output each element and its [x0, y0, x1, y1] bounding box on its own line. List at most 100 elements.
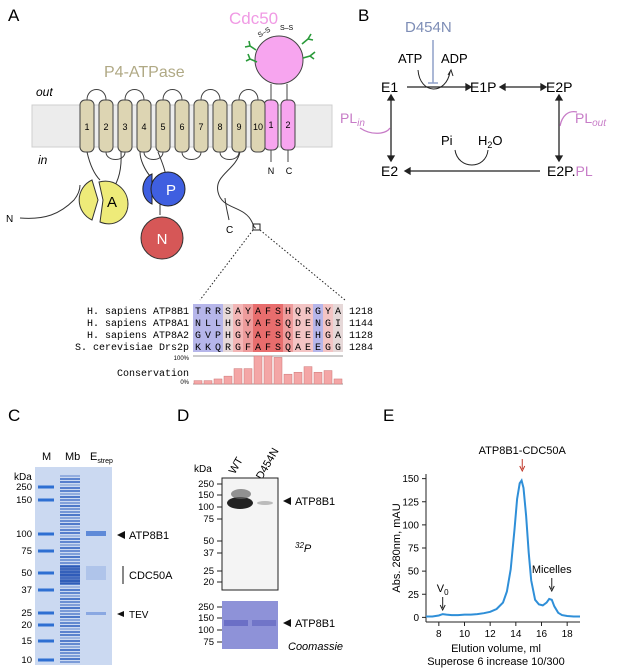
gel-c-membrane-band	[60, 622, 80, 624]
alignment-residue: A	[235, 307, 241, 318]
alignment-residue: N	[315, 319, 321, 330]
gel-c-membrane-band	[60, 484, 80, 486]
conservation-bar	[313, 371, 323, 385]
alignment-cell	[323, 304, 333, 316]
tm-loop	[181, 151, 202, 160]
alignment-residue: S	[225, 307, 231, 318]
alignment-cell	[283, 328, 293, 340]
gel-c-bands	[38, 475, 106, 663]
gel-c-membrane-band	[60, 598, 80, 600]
kda-label-c: kDa	[14, 472, 32, 483]
alignment-cell	[303, 340, 313, 352]
panel-label-a: A	[8, 6, 20, 25]
alignment-cell	[213, 304, 223, 316]
gel-c-membrane-band	[60, 481, 80, 483]
gel-c-membrane-band	[60, 511, 80, 513]
gel-c-marker-label: 50	[21, 568, 32, 579]
alignment-cell	[293, 328, 303, 340]
tm-helix-6	[174, 99, 190, 153]
alignment-residue: A	[255, 331, 261, 342]
cdc50-tm1-number: 1	[268, 120, 273, 130]
gel-c-membrane-band	[60, 523, 80, 525]
alignment-cell	[303, 328, 313, 340]
conservation-bar	[253, 355, 263, 385]
alignment-cell	[243, 304, 253, 316]
gel-c-membrane-band	[60, 610, 80, 612]
chart-x-tick-label: 18	[562, 629, 574, 640]
alignment-residue: F	[265, 307, 271, 318]
alignment-cell	[233, 316, 243, 328]
pl-in-label: PLin	[340, 110, 365, 129]
alignment-residue: E	[315, 343, 321, 354]
alignment-cell	[213, 328, 223, 340]
alignment-cell	[273, 304, 283, 316]
gel-d-marker-label: 37	[203, 548, 214, 559]
chart-y-tick-label: 75	[408, 544, 420, 555]
gel-c-marker-band	[38, 532, 54, 536]
alignment-residue: H	[225, 331, 231, 342]
tm-loop	[238, 89, 259, 101]
gel-c-membrane-band	[60, 505, 80, 507]
gel-c-membrane-band	[60, 547, 80, 549]
gel-c-membrane-band	[60, 616, 80, 618]
alignment-residue: E	[305, 343, 311, 354]
gel-c-membrane-band	[60, 640, 80, 642]
atp8b1-label-c: ATP8B1	[129, 530, 169, 542]
alignment-cell	[283, 304, 293, 316]
glycan-2	[302, 51, 316, 60]
alignment-residue: G	[325, 331, 331, 342]
chart-y-tick-label: 0	[413, 613, 419, 624]
panel-c: M Mb Estrep kDa 25015010075503725201510 …	[14, 451, 173, 666]
gel-c-membrane-band	[60, 595, 80, 597]
alignment-residue: G	[195, 331, 201, 342]
gel-c-marker-band	[38, 498, 54, 502]
gel-c-membrane-band	[60, 589, 80, 591]
chart-ylabel: Abs. 280nm, mAU	[391, 503, 403, 592]
alignment-cell	[283, 316, 293, 328]
atp-label: ATP	[398, 51, 422, 66]
gel-c-membrane-band	[60, 514, 80, 516]
alignment-cell	[213, 316, 223, 328]
alignment-cell	[203, 316, 213, 328]
alignment-cell	[303, 316, 313, 328]
pi-label: Pi	[441, 133, 453, 148]
gel-d-marker-label: 20	[203, 577, 214, 588]
alignment-cell	[233, 328, 243, 340]
alignment-cell	[323, 328, 333, 340]
gel-c-marker-label: 150	[16, 495, 32, 506]
alignment-cell	[253, 328, 263, 340]
alignment-residue: I	[335, 319, 341, 330]
atp8b1-arrow-d-bottom	[283, 619, 291, 627]
gel-c-membrane-band	[60, 643, 80, 645]
alignment-residue: E	[305, 319, 311, 330]
atp8b1-label-d-bottom: ATP8B1	[295, 618, 335, 630]
tm-helix-4	[136, 99, 152, 153]
gel-c-marker-label: 25	[21, 608, 32, 619]
gel-c-marker-band	[38, 571, 54, 575]
alignment-residue: Y	[245, 307, 251, 318]
tm-helix-number: 9	[236, 122, 241, 132]
cdc50a-label-c: CDC50A	[129, 570, 173, 582]
gel-c-membrane-band	[60, 628, 80, 630]
glycan-4	[244, 40, 257, 51]
tm-helix-number: 7	[198, 122, 203, 132]
alignment-residue: H	[315, 331, 321, 342]
cytosolic-loop-1	[86, 151, 101, 181]
tm-loop	[200, 89, 221, 101]
atp8b1-arrow-d-top	[283, 497, 291, 505]
cdc50-c-terminus: C	[286, 166, 293, 176]
pl-out-label: PLout	[575, 110, 607, 129]
alignment-residue: R	[205, 307, 211, 318]
alignment-cell	[263, 328, 273, 340]
alignment-residue: P	[215, 331, 221, 342]
alignment-residue: L	[215, 319, 221, 330]
tm-helix-number: 4	[141, 122, 146, 132]
gel-c-membrane-band	[60, 661, 80, 663]
gel-c-membrane-band	[60, 538, 80, 540]
gel-c-membrane-band	[60, 646, 80, 648]
conservation-bar	[303, 366, 313, 385]
